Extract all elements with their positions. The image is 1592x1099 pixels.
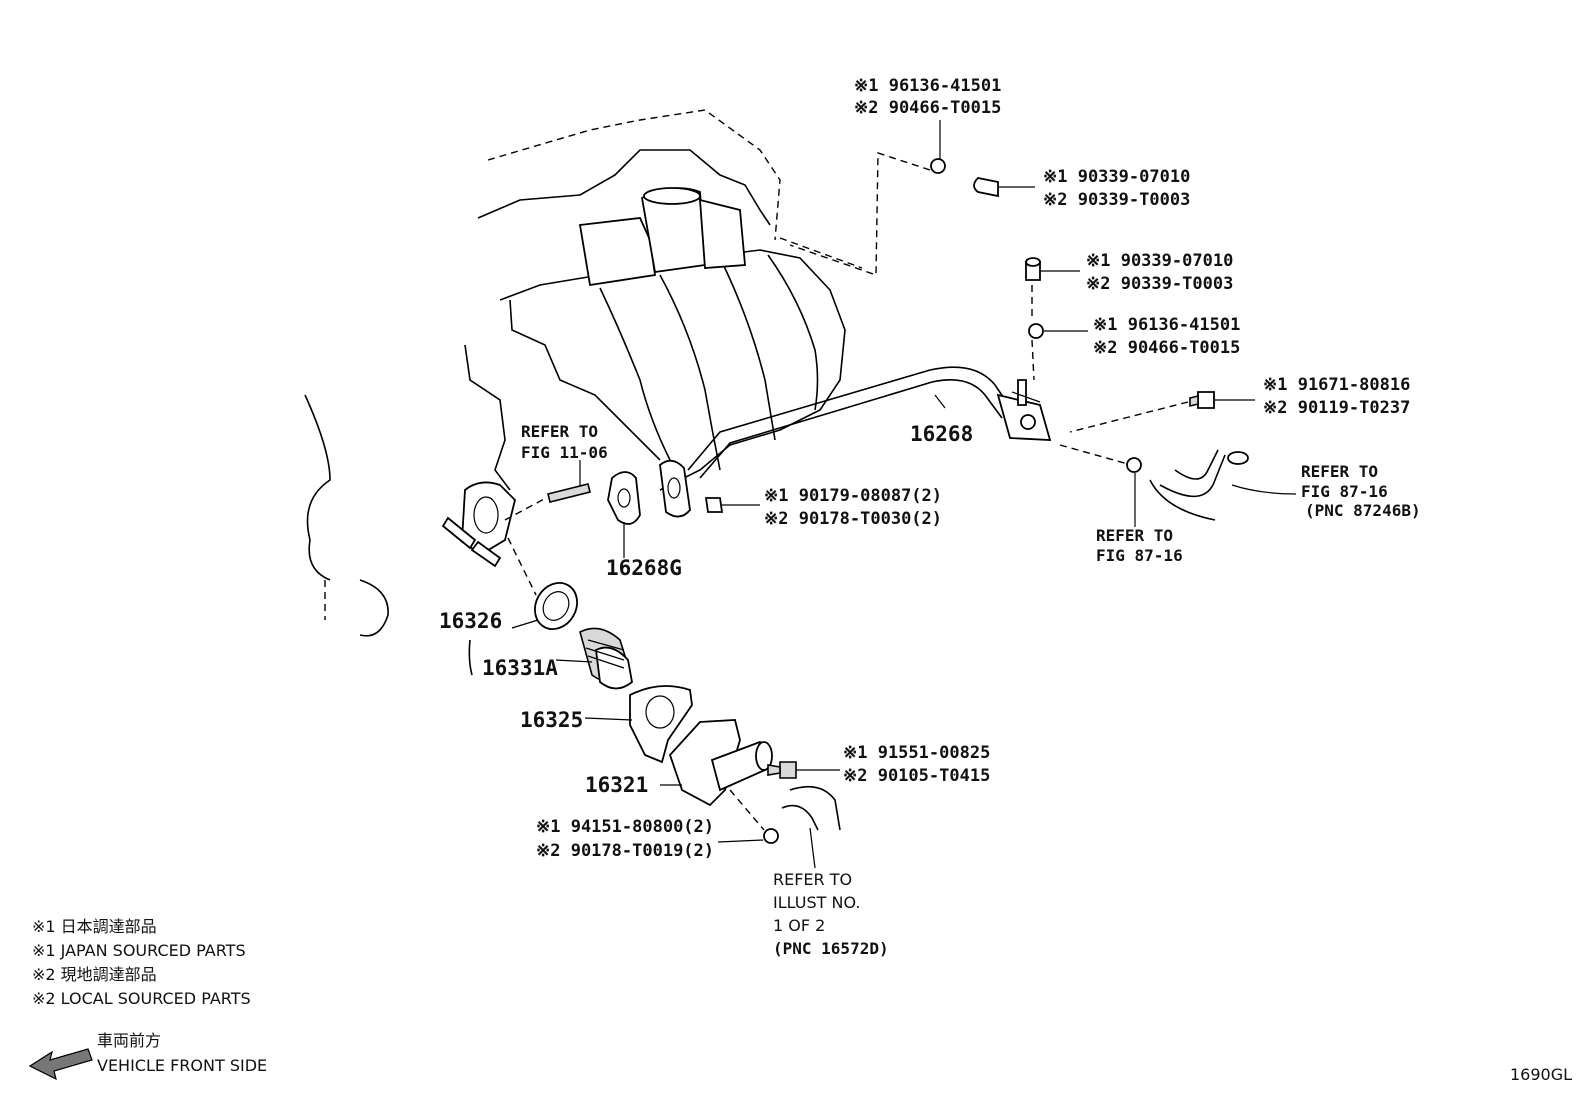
legend: ※1 日本調達部品 ※1 JAPAN SOURCED PARTS ※2 現地調達… [28,917,267,1081]
part-16331a: 16331A [482,656,558,680]
legend-line-3: ※2 現地調達部品 [32,965,157,984]
callout-bolt-right-1: ※1 91671-80816 [1263,375,1410,395]
gasket-16268g [607,471,641,525]
callout-plug-top-2: ※2 90339-T0003 [1043,190,1190,210]
callout-bolt-right-2: ※2 90119-T0237 [1263,398,1410,418]
small-fasteners [704,158,1215,844]
callout-bolt-low-2: ※2 90105-T0415 [843,766,990,786]
callout-nut-left-2: ※2 90178-T0030(2) [764,509,942,529]
upper-hose-right [1149,449,1249,521]
leader-lines [511,120,1297,869]
legend-line-4: ※2 LOCAL SOURCED PARTS [32,989,251,1008]
ref-illust-line1: REFER TO [773,870,852,889]
ref-illust-line4: (PNC 16572D) [773,939,889,958]
gasket-16325 [629,685,693,764]
part-16325: 16325 [520,708,583,732]
part-16326: 16326 [439,609,502,633]
callout-nut-low-1: ※1 94151-80800(2) [536,817,714,837]
reference-labels: REFER TO FIG 11-06 REFER TO FIG 87-16 (P… [521,422,1421,958]
callout-nut-left-1: ※1 90179-08087(2) [764,486,942,506]
ref-fig8716a-line1: REFER TO [1301,462,1378,481]
callout-clamp-mid-2: ※2 90466-T0015 [1093,338,1240,358]
ref-illust-line3: 1 OF 2 [773,916,825,935]
part-16268g: 16268G [606,556,682,580]
part-number-labels: 16268 16268G 16326 16331A 16325 16321 [439,422,973,797]
stud-bolt [547,483,591,503]
water-bypass-pipe [659,366,1052,518]
engine-block-outline [304,109,846,676]
ref-fig8716a-line2: FIG 87-16 [1301,482,1388,501]
ref-fig8716b-line1: REFER TO [1096,526,1173,545]
ref-illust-line2: ILLUST NO. [773,893,860,912]
ref-fig1106-line2: FIG 11-06 [521,443,608,462]
water-inlet-16321 [668,719,773,807]
part-16321: 16321 [585,773,648,797]
diagram-code: 1690GL [1510,1065,1572,1084]
gasket-ring-16326 [534,582,578,630]
front-arrow-icon [28,1048,93,1081]
front-label-en: VEHICLE FRONT SIDE [97,1056,267,1075]
callout-clamp-mid-1: ※1 96136-41501 [1093,315,1240,335]
callout-clamp-top-1: ※1 96136-41501 [854,76,1001,96]
dashed-relation-lines [504,152,1189,831]
ref-fig1106-line1: REFER TO [521,422,598,441]
front-label-jp: 車両前方 [97,1031,161,1050]
callout-plug-top-1: ※1 90339-07010 [1043,167,1190,187]
callout-labels: ※1 96136-41501 ※2 90466-T0015 ※1 90339-0… [536,76,1410,861]
ref-fig8716b-line2: FIG 87-16 [1096,546,1183,565]
ref-fig8716a-line3: (PNC 87246B) [1305,501,1421,520]
callout-clamp-top-2: ※2 90466-T0015 [854,98,1001,118]
part-16268: 16268 [910,422,973,446]
thermostat-16331a [579,627,633,690]
callout-nut-low-2: ※2 90178-T0019(2) [536,841,714,861]
legend-line-1: ※1 日本調達部品 [32,917,157,936]
legend-line-2: ※1 JAPAN SOURCED PARTS [32,941,246,960]
callout-plug-mid-1: ※1 90339-07010 [1086,251,1233,271]
callout-bolt-low-1: ※1 91551-00825 [843,743,990,763]
water-inlet-housing [441,481,516,568]
lower-hose [781,785,841,831]
callout-plug-mid-2: ※2 90339-T0003 [1086,274,1233,294]
